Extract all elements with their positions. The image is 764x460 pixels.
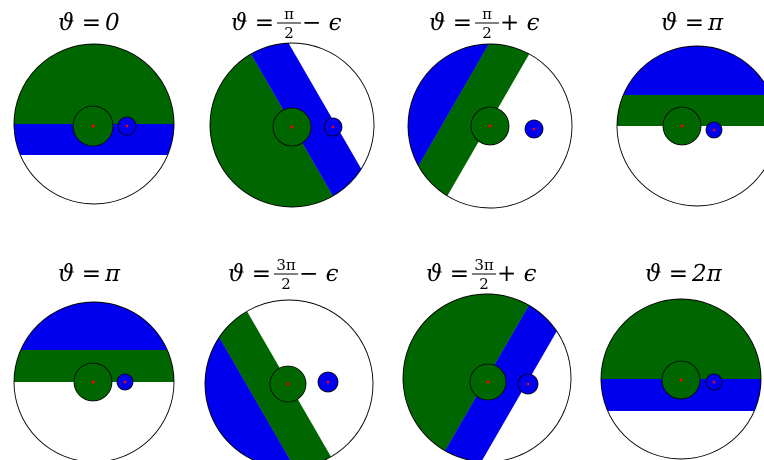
label-value: π (707, 10, 724, 36)
satellite-center-dot (326, 380, 330, 384)
satellite-center-dot (532, 127, 536, 131)
label-denominator: 2 (482, 24, 492, 42)
inner-center-dot (679, 378, 683, 382)
panel-label: ϑ = π2 + ϵ (429, 5, 540, 42)
panel-5: ϑ = π (13, 261, 175, 460)
blue-band (205, 337, 291, 460)
blue-band (20, 302, 168, 350)
inner-center-dot (91, 380, 95, 384)
satellite-center-dot (331, 125, 335, 129)
disc-outline (209, 42, 375, 208)
disc-outline (402, 293, 572, 460)
disc-outline (616, 45, 764, 207)
panel-label: ϑ = π (58, 261, 121, 287)
label-suffix: − ϵ (299, 261, 339, 287)
panel-label: ϑ = 2π (645, 261, 723, 287)
label-denominator: 2 (284, 24, 294, 42)
label-numerator: π (482, 5, 492, 23)
label-value: 0 (105, 10, 120, 36)
green-region (14, 44, 174, 124)
disc-outline (600, 298, 762, 460)
label-prefix: ϑ = (429, 10, 472, 36)
disc-outline (13, 301, 175, 460)
disc-outline (204, 299, 374, 460)
panel-7: ϑ = 3π2 + ϵ (402, 256, 572, 460)
label-suffix: + ϵ (497, 261, 537, 287)
green-region (210, 53, 333, 207)
label-denominator: 2 (479, 275, 489, 293)
label-suffix: + ϵ (500, 10, 540, 36)
panel-1: ϑ = 0 (13, 10, 175, 205)
label-prefix: ϑ = (231, 10, 274, 36)
blue-band (623, 46, 764, 95)
panel-6: ϑ = 3π2 − ϵ (204, 256, 374, 460)
panel-8: ϑ = 2π (600, 261, 762, 460)
green-region (601, 299, 761, 379)
panel-2: ϑ = π2 − ϵ (209, 5, 375, 208)
satellite-center-dot (712, 380, 716, 384)
label-numerator: π (284, 5, 294, 23)
label-prefix: ϑ = (228, 261, 271, 287)
label-prefix: ϑ = (426, 261, 469, 287)
label-prefix: ϑ = (58, 10, 101, 36)
inner-center-dot (91, 124, 95, 128)
label-numerator: 3π (474, 256, 494, 274)
satellite-center-dot (125, 124, 129, 128)
label-prefix: ϑ = (58, 261, 101, 287)
label-numerator: 3π (276, 256, 296, 274)
satellite-center-dot (123, 380, 127, 384)
panel-label: ϑ = π (661, 10, 724, 36)
inner-center-dot (486, 380, 490, 384)
inner-center-dot (290, 125, 294, 129)
panel-label: ϑ = 0 (58, 10, 120, 36)
label-value: π (104, 261, 121, 287)
disc-outline (407, 43, 573, 209)
panel-4: ϑ = π (616, 10, 764, 207)
satellite-center-dot (712, 128, 716, 132)
green-region (403, 294, 529, 451)
satellite-center-dot (526, 382, 530, 386)
panel-3: ϑ = π2 + ϵ (407, 5, 573, 209)
disc-outline (13, 43, 175, 205)
inner-center-dot (286, 382, 290, 386)
label-suffix: − ϵ (302, 10, 342, 36)
label-prefix: ϑ = (645, 261, 688, 287)
panel-label: ϑ = π2 − ϵ (231, 5, 342, 42)
blue-band (408, 44, 489, 166)
inner-center-dot (488, 124, 492, 128)
label-prefix: ϑ = (661, 10, 704, 36)
inner-center-dot (680, 124, 684, 128)
label-denominator: 2 (281, 275, 291, 293)
panel-label: ϑ = 3π2 − ϵ (228, 256, 339, 293)
label-value: 2π (691, 261, 723, 287)
panel-label: ϑ = 3π2 + ϵ (426, 256, 537, 293)
